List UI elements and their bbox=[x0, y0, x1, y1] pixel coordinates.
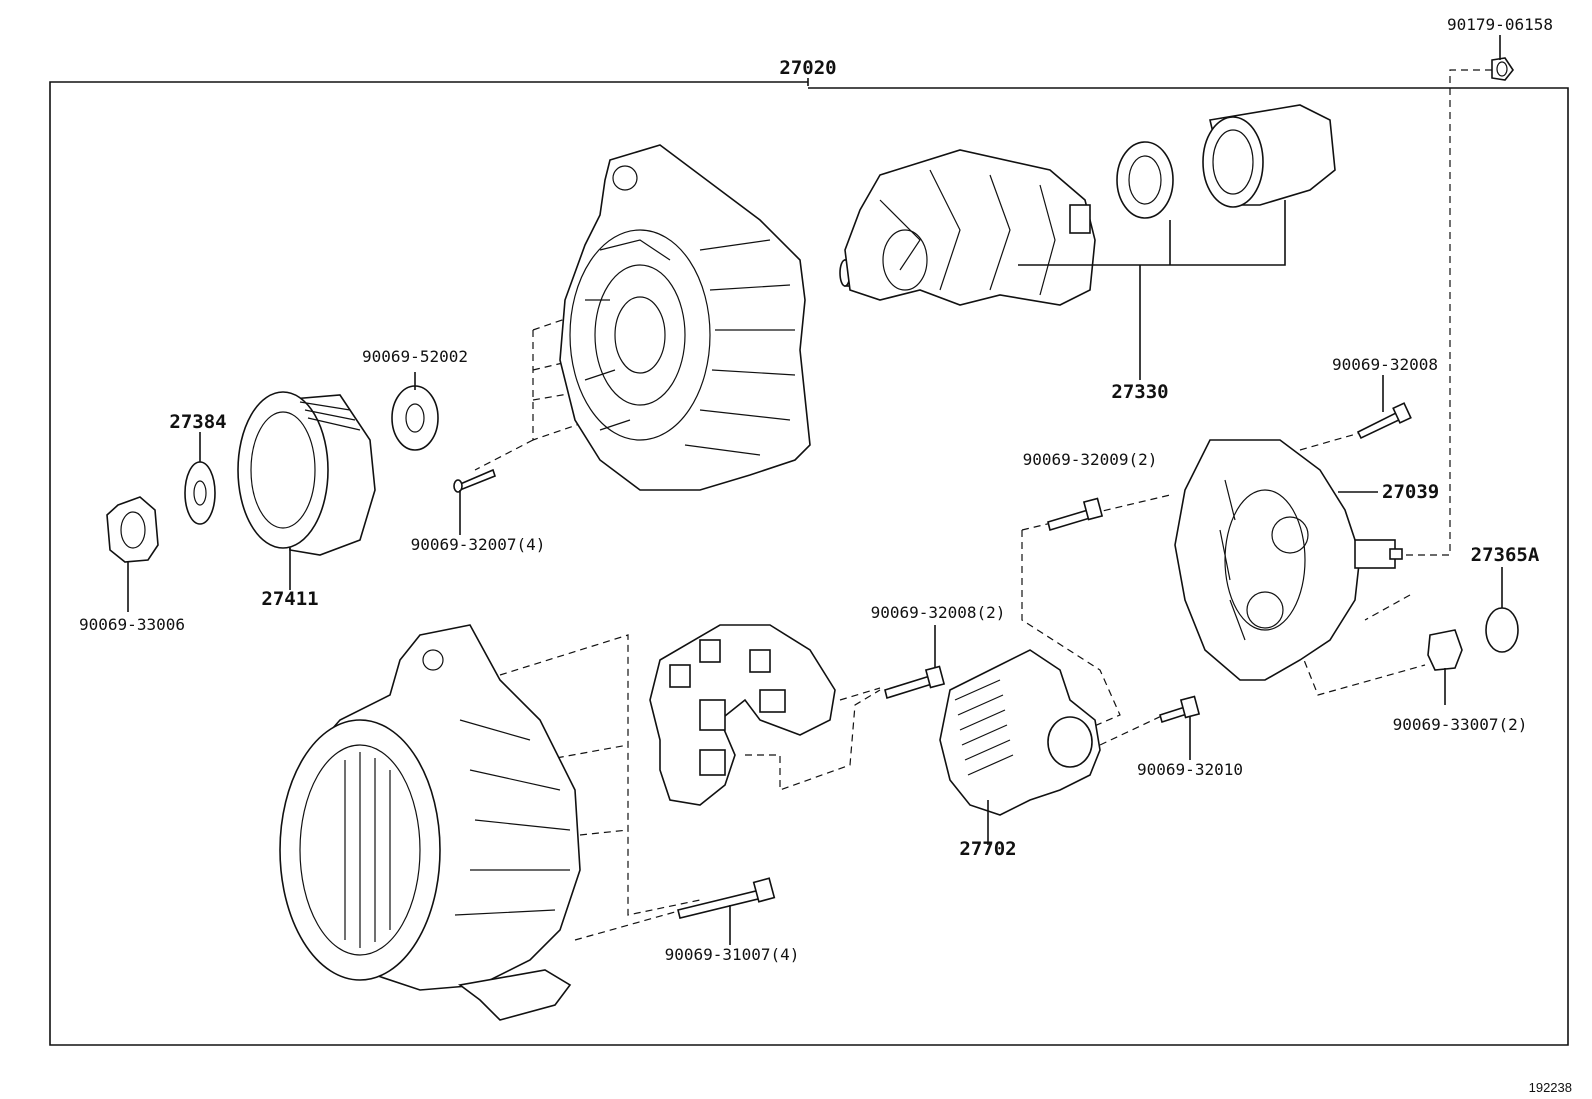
rear-end-frame bbox=[1174, 439, 1403, 681]
label-27702: 27702 bbox=[959, 838, 1016, 860]
label-90069-32008-2: 90069-32008(2) bbox=[871, 603, 1006, 622]
drive-end-frame bbox=[559, 144, 811, 491]
leader-27330 bbox=[1018, 200, 1286, 380]
nut-90069-33007 bbox=[1427, 629, 1463, 671]
rotor bbox=[839, 149, 1096, 306]
label-90069-52002: 90069-52002 bbox=[362, 347, 468, 366]
label-90069-32007: 90069-32007(4) bbox=[411, 535, 546, 554]
label-27384: 27384 bbox=[169, 411, 226, 433]
label-90179-06158: 90179-06158 bbox=[1447, 15, 1553, 34]
assembly-label-27020: 27020 bbox=[779, 57, 836, 79]
label-27330: 27330 bbox=[1111, 381, 1168, 403]
assembly-frame bbox=[49, 81, 1569, 1046]
label-90069-31007: 90069-31007(4) bbox=[665, 945, 800, 964]
diagram-id: 192238 bbox=[1529, 1080, 1572, 1095]
rotor-bearing bbox=[1116, 141, 1174, 219]
label-90069-32008-top: 90069-32008 bbox=[1332, 355, 1438, 374]
pulley-spacer bbox=[391, 385, 439, 451]
brush-holder bbox=[649, 624, 836, 806]
label-27411: 27411 bbox=[261, 588, 318, 610]
insulator-27365A bbox=[1485, 607, 1519, 653]
screw-90069-32008-top bbox=[1356, 402, 1412, 440]
bolt-90069-31007 bbox=[677, 877, 776, 919]
label-90069-33007: 90069-33007(2) bbox=[1393, 715, 1528, 734]
screw-90069-32010 bbox=[1159, 695, 1201, 724]
screw-90069-32007 bbox=[453, 468, 496, 493]
bearing-cover bbox=[1202, 104, 1336, 208]
nut-90179-06158 bbox=[1491, 57, 1514, 81]
screw-90069-32009 bbox=[1047, 497, 1104, 532]
label-90069-32009: 90069-32009(2) bbox=[1023, 450, 1158, 469]
pulley-nut bbox=[106, 496, 159, 563]
label-27365A: 27365A bbox=[1471, 544, 1540, 566]
pulley-washer bbox=[184, 461, 216, 525]
label-27039: 27039 bbox=[1382, 481, 1439, 503]
regulator bbox=[939, 649, 1101, 816]
label-90069-33006: 90069-33006 bbox=[79, 615, 185, 634]
pulley bbox=[237, 391, 376, 556]
label-90069-32010: 90069-32010 bbox=[1137, 760, 1243, 779]
stator-housing bbox=[279, 624, 581, 1021]
screw-90069-32008-2 bbox=[884, 665, 946, 700]
